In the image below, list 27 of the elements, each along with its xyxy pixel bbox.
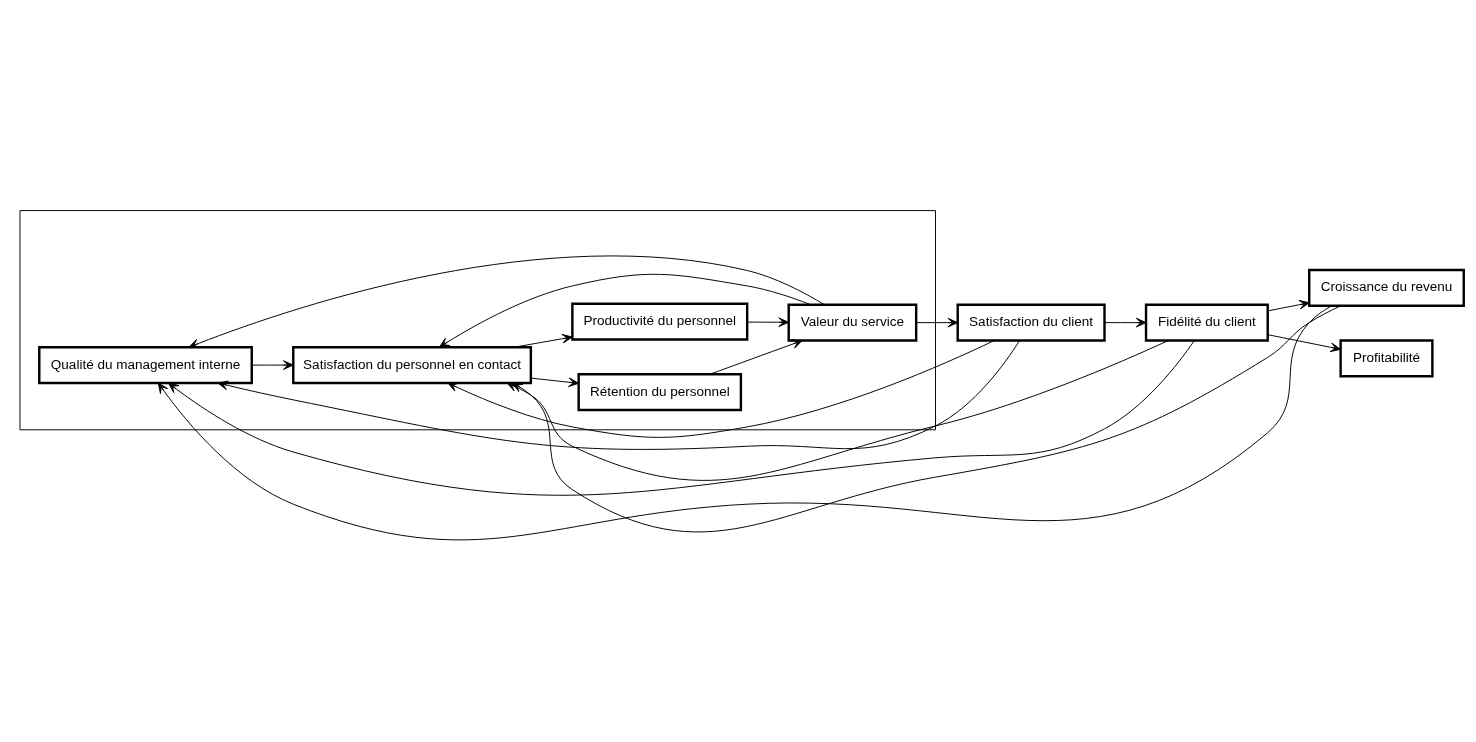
arrow <box>1267 299 1310 311</box>
arrow <box>1104 317 1147 327</box>
arrow <box>157 304 1332 540</box>
arrow <box>251 359 294 370</box>
node-box: Productivité du personnel <box>571 302 749 341</box>
cluster <box>19 209 936 430</box>
arrow <box>709 338 803 375</box>
arrow <box>530 376 579 387</box>
arrow <box>506 339 1169 481</box>
arrow <box>439 273 812 348</box>
arrow <box>1267 333 1341 352</box>
arrow <box>746 316 789 327</box>
arrow <box>188 255 825 348</box>
arrow <box>513 333 573 348</box>
node-box: Satisfaction du personnel en contact <box>292 345 533 384</box>
arrow <box>512 304 1342 532</box>
arrow <box>217 339 1021 450</box>
node-box: Fidélité du client <box>1144 303 1269 342</box>
node-box: Valeur du service <box>787 303 918 342</box>
arrow <box>447 339 995 438</box>
node-box: Satisfaction du client <box>956 303 1106 342</box>
node-box: Profitabilité <box>1339 338 1434 377</box>
node-box: Croissance du revenu <box>1308 268 1465 307</box>
node-box: Qualité du management interne <box>38 345 253 384</box>
node-box: Rétention du personnel <box>577 372 743 411</box>
arrow <box>168 339 1195 496</box>
arrow <box>915 317 959 327</box>
